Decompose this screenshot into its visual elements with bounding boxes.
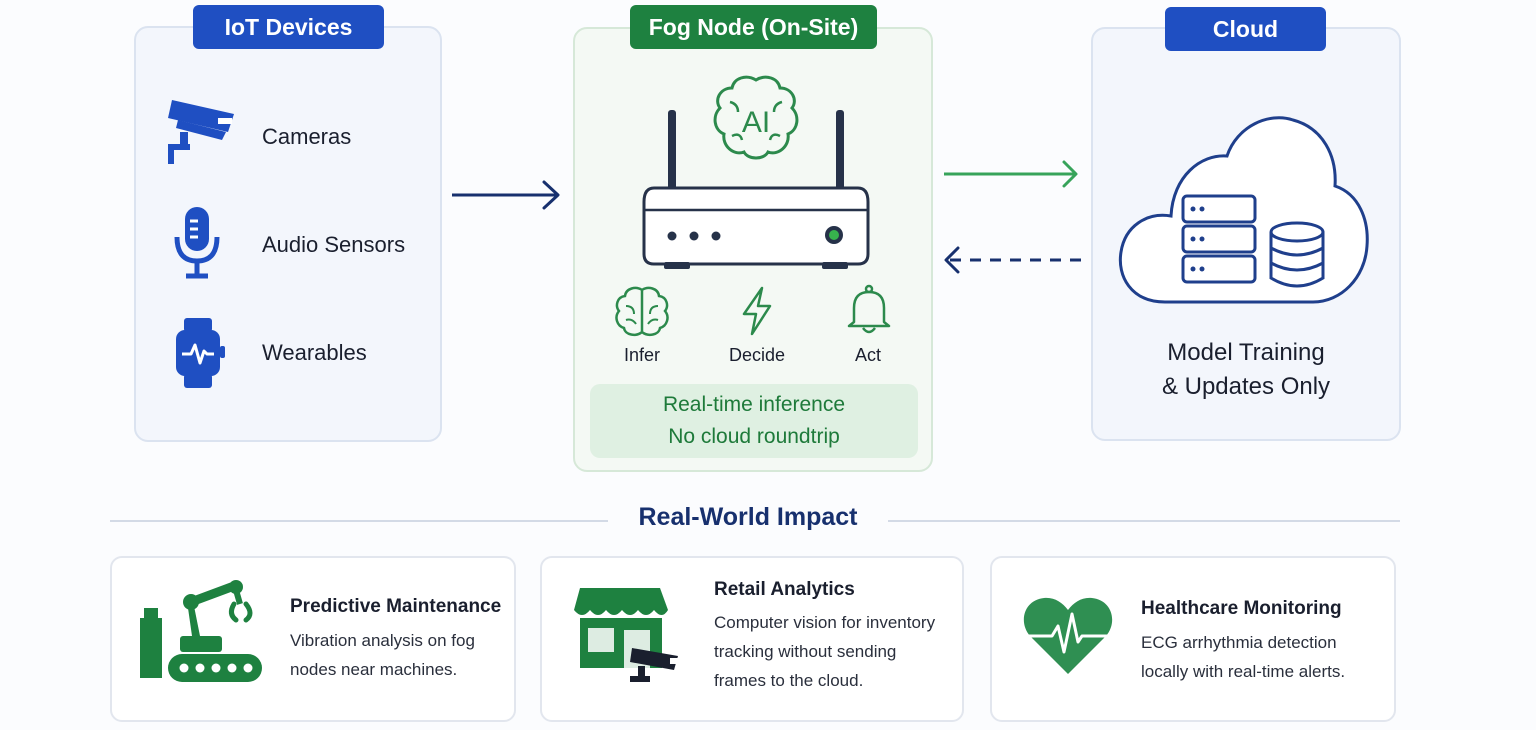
impact-card-predictive-maintenance (110, 556, 516, 722)
device-label-audio-sensors: Audio Sensors (262, 232, 406, 257)
router-icon (642, 110, 870, 269)
fog-note-line2: No cloud roundtrip (668, 425, 840, 448)
card-desc-line: frames to the cloud. (714, 671, 864, 690)
card-title-retail-analytics: Retail Analytics (714, 579, 855, 600)
lightning-icon (742, 286, 772, 336)
fog-benefit-note: Real-time inference No cloud roundtrip (590, 384, 918, 458)
ai-badge-text: AI (742, 106, 770, 139)
card-title-predictive-maintenance: Predictive Maintenance (290, 596, 502, 617)
cloud-caption-line1: Model Training (1167, 339, 1325, 366)
cloud-caption-line2: & Updates Only (1161, 373, 1331, 400)
impact-divider-left (110, 520, 608, 522)
security-camera-icon (168, 100, 234, 164)
bell-icon (847, 284, 891, 334)
card-desc-healthcare-monitoring: ECG arrhythmia detection locally with re… (1141, 628, 1345, 686)
cloud-servers-icon (1118, 116, 1369, 304)
step-label-act: Act (854, 345, 881, 365)
cloud-title: Cloud (1165, 7, 1326, 51)
card-desc-predictive-maintenance: Vibration analysis on fog nodes near mac… (290, 626, 475, 684)
card-desc-line: Computer vision for inventory (714, 613, 936, 632)
storefront-camera-icon (574, 588, 680, 682)
cloud-caption: Model Training & Updates Only (1092, 336, 1400, 404)
cloud-to-fog-arrow (944, 246, 1090, 274)
heart-ecg-icon (1023, 597, 1113, 674)
step-label-decide: Decide (728, 345, 786, 365)
card-desc-line: tracking without sending (714, 642, 897, 661)
iot-devices-title: IoT Devices (193, 5, 384, 49)
impact-divider-right (888, 520, 1400, 522)
step-label-infer: Infer (623, 345, 661, 365)
brain-icon (615, 286, 669, 337)
microphone-icon (174, 207, 220, 279)
fog-to-cloud-arrow (944, 160, 1078, 188)
card-title-healthcare-monitoring: Healthcare Monitoring (1141, 598, 1342, 619)
iot-to-fog-arrow (452, 180, 560, 210)
card-desc-line: Vibration analysis on fog (290, 631, 475, 650)
robot-arm-conveyor-icon (140, 580, 262, 682)
card-desc-line: ECG arrhythmia detection (1141, 633, 1337, 652)
card-desc-line: locally with real-time alerts. (1141, 662, 1346, 681)
card-desc-retail-analytics: Computer vision for inventory tracking w… (714, 608, 935, 695)
device-label-cameras: Cameras (262, 124, 352, 149)
card-desc-line: nodes near machines. (290, 660, 458, 679)
ai-brain-icon: AI (713, 75, 799, 160)
smartwatch-icon (176, 318, 225, 388)
impact-section-title: Real-World Impact (638, 503, 858, 531)
fog-note-line1: Real-time inference (662, 393, 846, 416)
fog-node-title: Fog Node (On-Site) (630, 5, 877, 49)
device-label-wearables: Wearables (262, 340, 367, 365)
